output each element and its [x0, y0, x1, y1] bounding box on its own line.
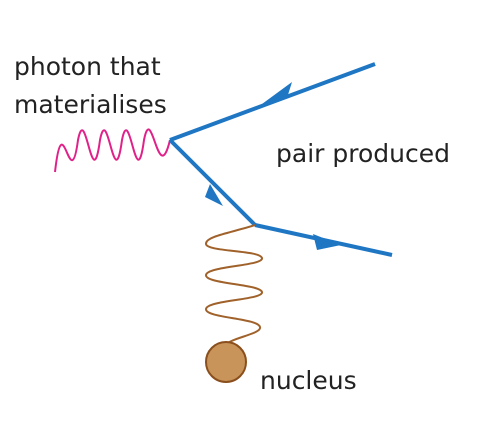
nucleus-circle [205, 341, 247, 383]
incoming-photon-wave [54, 128, 171, 173]
virtual-photon-wave [204, 224, 264, 346]
propagator-line [168, 138, 257, 227]
pair-produced-label: pair produced [276, 139, 450, 168]
arrow-middle [205, 184, 223, 206]
nucleus-label: nucleus [260, 366, 357, 395]
photon-label-line1: photon that [14, 52, 161, 81]
photon-label-line2: materialises [14, 90, 167, 119]
arrow-upper [262, 82, 292, 104]
arrow-lower [313, 234, 341, 250]
outgoing-particle-upper-line [169, 62, 376, 142]
